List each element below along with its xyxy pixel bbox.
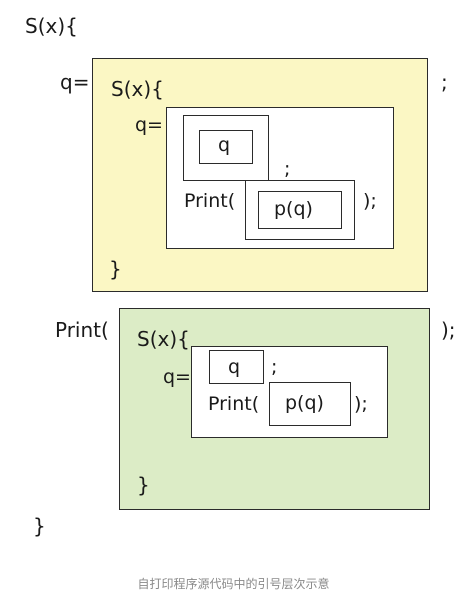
green-print-box-label: p(q) [285, 392, 324, 414]
green-block: S(x){ q= q ; Print( p(q) ); } [119, 308, 430, 510]
outer-print-open: Print( [55, 318, 109, 342]
green-q-assign: q= [163, 366, 191, 388]
green-header: S(x){ [137, 327, 190, 351]
green-footer: } [137, 473, 150, 497]
outer-header: S(x){ [25, 14, 78, 38]
yellow-print-close: ); [363, 190, 377, 212]
yellow-print-outer-box: p(q) [245, 180, 355, 240]
yellow-q-assign: q= [135, 114, 163, 136]
green-print-close: ); [354, 393, 368, 415]
yellow-block: S(x){ q= q ; Print( p(q) ); } [92, 58, 428, 292]
yellow-inner-frame: q ; Print( p(q) ); [166, 107, 394, 249]
green-print-open: Print( [208, 393, 260, 415]
yellow-header: S(x){ [111, 77, 164, 101]
yellow-print-inner-box: p(q) [258, 191, 342, 229]
yellow-q-outer-box: q [183, 115, 269, 181]
outer-q-assign: q= [60, 70, 90, 94]
yellow-print-box-label: p(q) [274, 198, 313, 220]
green-q-box-label: q [228, 356, 241, 378]
green-print-box: p(q) [269, 382, 351, 426]
green-q-end: ; [271, 356, 278, 378]
green-inner-frame: q ; Print( p(q) ); [191, 346, 388, 438]
outer-print-close: ); [441, 318, 456, 342]
outer-footer: } [33, 514, 46, 538]
yellow-print-open: Print( [184, 190, 236, 212]
yellow-q-box-label: q [218, 134, 231, 156]
yellow-footer: } [109, 257, 122, 281]
yellow-q-end: ; [284, 158, 291, 180]
yellow-q-inner-box: q [199, 130, 253, 164]
figure-caption: 自打印程序源代码中的引号层次示意 [137, 577, 330, 591]
outer-q-end: ; [441, 70, 448, 94]
green-q-box: q [209, 350, 264, 384]
